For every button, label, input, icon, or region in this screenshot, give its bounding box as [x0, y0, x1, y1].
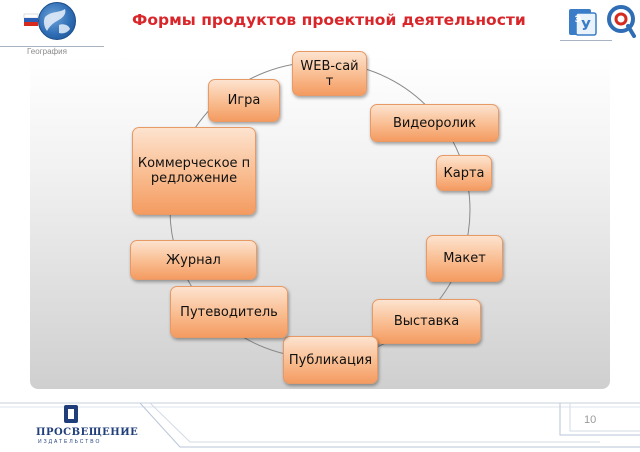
- node-model: Макет: [426, 235, 503, 282]
- node-magazine: Журнал: [130, 240, 257, 280]
- content-panel: [30, 56, 610, 389]
- e-book-icon: У Э: [569, 9, 597, 36]
- node-game: Игра: [208, 79, 280, 122]
- page-title: Формы продуктов проектной деятельности: [132, 11, 526, 29]
- node-web-site: WEB-сайт: [292, 51, 367, 96]
- node-map: Карта: [436, 155, 492, 191]
- node-exhibition: Выставка: [372, 299, 481, 344]
- page-number: 10: [584, 414, 597, 426]
- header-divider: [0, 46, 104, 47]
- node-publication: Публикация: [283, 336, 378, 384]
- node-video: Видеоролик: [370, 104, 499, 142]
- node-guidebook: Путеводитель: [170, 286, 288, 338]
- globe-logo: [38, 2, 76, 40]
- footer-decoration: [0, 395, 640, 452]
- publisher-name: ПРОСВЕЩЕНИЕ: [36, 427, 139, 438]
- publisher-subtitle: ИЗДАТЕЛЬСТВО: [38, 439, 102, 445]
- header-divider-right: [560, 40, 612, 41]
- svg-text:Э: Э: [575, 15, 582, 25]
- node-commercial-offer: Коммерческое предложение: [132, 127, 256, 215]
- svg-text:У: У: [581, 19, 591, 34]
- subject-label: География: [27, 47, 67, 56]
- edu-logo: [607, 5, 636, 38]
